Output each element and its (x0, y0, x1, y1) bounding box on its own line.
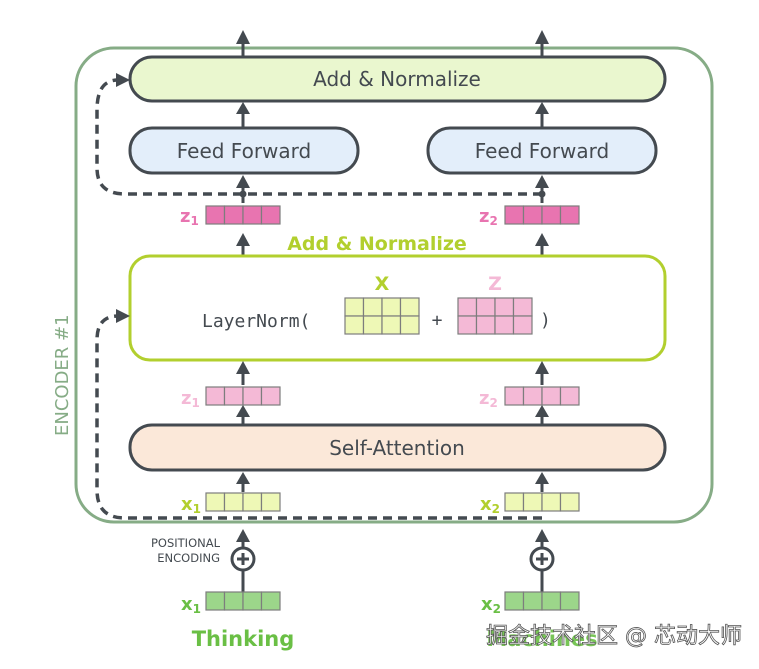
x-in-cell (242, 591, 263, 611)
residual-arrowhead-bottom (116, 309, 130, 323)
x-enc-cell (559, 492, 580, 512)
z1-mid-label: z1 (181, 388, 200, 410)
z-top-cell (205, 205, 226, 225)
x-enc-cell (205, 492, 226, 512)
z-mid-cell (559, 386, 580, 406)
z-matrix-cell (457, 315, 478, 335)
z-top-cell (559, 205, 580, 225)
positional-add-1 (230, 529, 256, 592)
x-in-cell (260, 591, 281, 611)
layernorm-func: LayerNorm( (202, 311, 310, 332)
x-enc-cell (260, 492, 281, 512)
x-matrix-cell (344, 297, 365, 317)
x-in-vectors (205, 591, 580, 611)
layernorm-x-label: X (375, 273, 390, 295)
self-attention-block (128, 423, 667, 472)
residual-dashed-path-bottom (95, 314, 542, 520)
z-mid-cell (504, 386, 525, 406)
x-enc-cell (242, 492, 263, 512)
self-attention-arrows (236, 405, 549, 425)
ff-arrows (236, 102, 549, 128)
layernorm-arrows (236, 233, 549, 256)
x-in-cell (522, 591, 543, 611)
z2-top-label: z2 (479, 206, 498, 228)
positional-encoding-line1: POSITIONAL (151, 536, 221, 550)
x-in-cell (559, 591, 580, 611)
z1-top-label: z1 (180, 206, 199, 228)
x2-enc-label: x2 (480, 494, 500, 516)
z-matrix-cell (494, 297, 515, 317)
z-matrix-cell (457, 297, 478, 317)
x-enc-vectors (205, 492, 580, 512)
feed-forward-1-block (128, 126, 360, 175)
z-top-cell (242, 205, 263, 225)
x-enc-cell (504, 492, 525, 512)
feed-forward-2-label: Feed Forward (475, 139, 610, 163)
z-matrix-cell (475, 297, 496, 317)
x-matrix-cell (399, 297, 420, 317)
x-enc-cell (223, 492, 244, 512)
add-normalize-top-block (128, 55, 667, 103)
x-matrix-cell (362, 297, 383, 317)
z-top-cell (504, 205, 525, 225)
z-mid-cell (541, 386, 562, 406)
layernorm-close: ) (540, 310, 551, 331)
layernorm-z-label: Z (488, 273, 502, 295)
add-normalize-top-label: Add & Normalize (313, 67, 481, 91)
word-machines: Machines (486, 627, 597, 651)
x-matrix-cell (344, 315, 365, 335)
z-mid-cell (223, 386, 244, 406)
x2-in-label: x2 (481, 594, 501, 616)
x-enc-cell (522, 492, 543, 512)
output-arrows (236, 30, 549, 57)
layernorm-z-matrix (457, 297, 533, 335)
x-matrix-cell (381, 315, 402, 335)
z-mid-cell (260, 386, 281, 406)
z-mid-cell (242, 386, 263, 406)
x1-in-label: x1 (181, 594, 201, 616)
z-mid-arrows (236, 361, 549, 385)
x-enc-cell (541, 492, 562, 512)
z-top-cell (522, 205, 543, 225)
z-top-cell (541, 205, 562, 225)
add-normalize-mid-title: Add & Normalize (287, 233, 467, 255)
encoder-label: ENCODER #1 (52, 314, 73, 436)
word-thinking: Thinking (192, 627, 295, 651)
z-top-arrows (236, 175, 549, 203)
x-matrix-cell (399, 315, 420, 335)
x-in-cell (504, 591, 525, 611)
z2-mid-label: z2 (479, 388, 498, 410)
z-mid-cell (205, 386, 226, 406)
residual-dashed-path-top (95, 78, 542, 196)
z-matrix-cell (512, 315, 533, 335)
z-matrix-cell (512, 297, 533, 317)
z-top-cell (260, 205, 281, 225)
positional-add-2 (529, 529, 555, 592)
z-top-vectors (205, 205, 580, 225)
x-enc-arrows (236, 472, 549, 492)
encoder-border (74, 46, 714, 524)
z-matrix-cell (475, 315, 496, 335)
z-mid-cell (522, 386, 543, 406)
positional-encoding-line2: ENCODING (157, 551, 220, 565)
feed-forward-1-label: Feed Forward (177, 139, 312, 163)
watermark: 掘金技术社区 @ 芯动大师 (486, 624, 742, 649)
x-in-cell (223, 591, 244, 611)
z-top-cell (223, 205, 244, 225)
x-matrix-cell (381, 297, 402, 317)
x-in-cell (205, 591, 226, 611)
residual-arrowhead-top (116, 73, 130, 87)
z-mid-vectors (205, 386, 580, 406)
feed-forward-2-block (426, 126, 658, 175)
z-matrix-cell (494, 315, 515, 335)
layernorm-plus: + (432, 310, 443, 331)
x1-enc-label: x1 (181, 494, 201, 516)
x-in-cell (541, 591, 562, 611)
self-attention-label: Self-Attention (329, 436, 465, 460)
x-matrix-cell (362, 315, 383, 335)
layernorm-x-matrix (344, 297, 420, 335)
